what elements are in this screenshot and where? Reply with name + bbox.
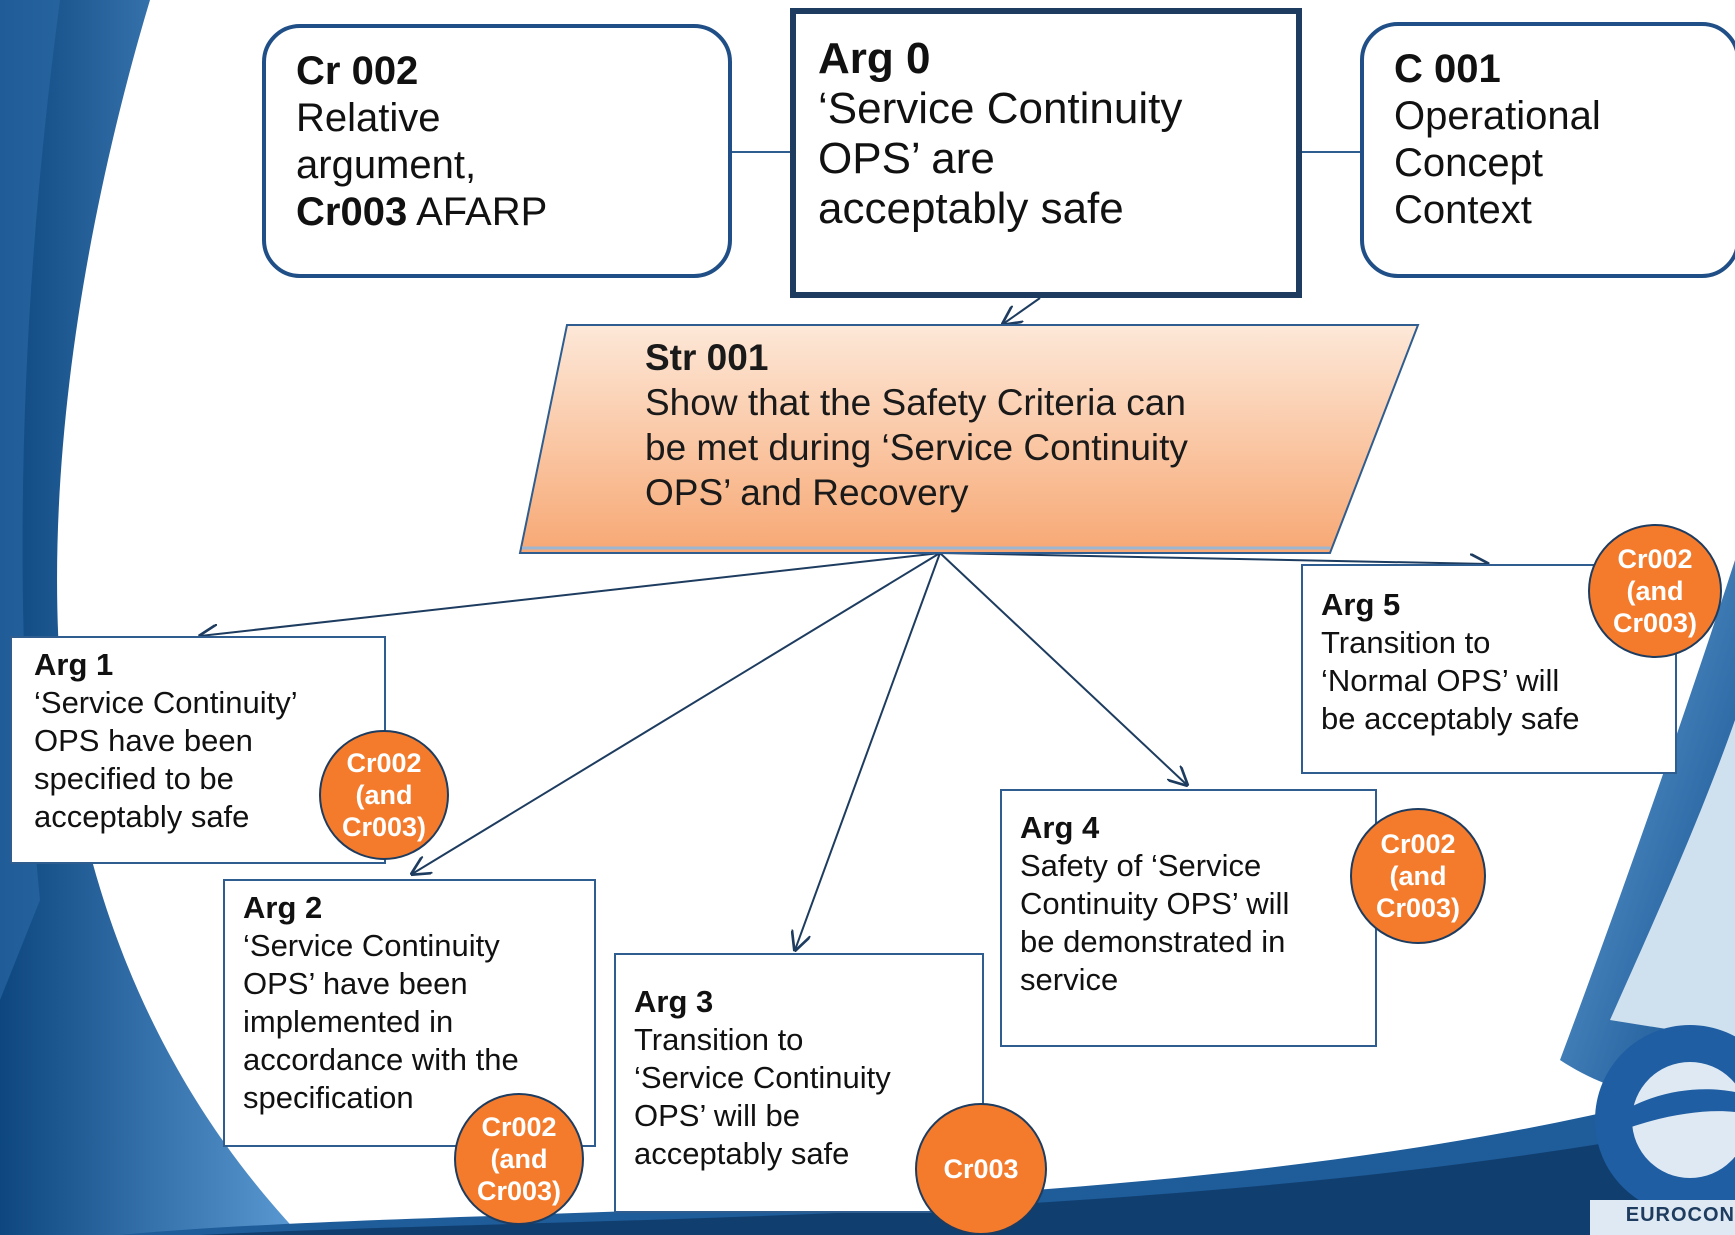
badge-arg4-line-3: Cr003): [1375, 893, 1461, 923]
arg2-line-5: specification: [243, 1080, 414, 1115]
argument-box-arg2: Arg 2 ‘Service Continuity OPS’ have been…: [223, 879, 596, 1147]
arg3-line-3: OPS’ will be: [634, 1098, 800, 1133]
badge-arg4-line-1: Cr002: [1380, 829, 1456, 859]
c001-line-1: Operational: [1394, 94, 1601, 138]
arg5-line-1: Transition to: [1321, 625, 1491, 660]
argument-box-arg4: Arg 4 Safety of ‘Service Continuity OPS’…: [1000, 789, 1377, 1047]
c001-line-3: Context: [1394, 188, 1532, 232]
argument-box-arg3: Arg 3 Transition to ‘Service Continuity …: [614, 953, 984, 1213]
criteria-box-cr002: Cr 002 Relative argument, Cr003 AFARP: [262, 24, 732, 278]
arg3-line-4: acceptably safe: [634, 1136, 850, 1171]
arg3-line-1: Transition to: [634, 1022, 804, 1057]
arrow-arg0-str001: [1003, 297, 1041, 324]
context-box-c001: C 001 Operational Concept Context: [1360, 22, 1735, 278]
arg3-line-2: ‘Service Continuity: [634, 1060, 891, 1095]
badge-arg1-line-1: Cr002: [346, 748, 422, 778]
str001-id: Str 001: [645, 337, 769, 378]
arg5-id: Arg 5: [1321, 587, 1401, 622]
arg4-line-2: Continuity OPS’ will: [1020, 886, 1290, 921]
badge-arg4: Cr002 (and Cr003): [1350, 808, 1486, 944]
badge-arg2: Cr002 (and Cr003): [454, 1093, 584, 1225]
badge-arg1-line-2: (and: [355, 780, 413, 810]
c001-id: C 001: [1394, 47, 1501, 91]
criteria-cr002-line-2: argument,: [296, 143, 477, 187]
arg0-id: Arg 0: [818, 34, 931, 83]
arg4-line-4: service: [1020, 962, 1119, 997]
criteria-cr002-line-1: Relative: [296, 96, 441, 140]
badge-arg1: Cr002 (and Cr003): [319, 730, 449, 860]
arg2-line-2: OPS’ have been: [243, 966, 468, 1001]
arg5-line-2: ‘Normal OPS’ will: [1321, 663, 1560, 698]
arrow-str001-arg1: [200, 552, 941, 636]
badge-arg1-line-3: Cr003): [341, 812, 427, 842]
criteria-cr003-id: Cr003: [296, 190, 408, 234]
arg5-line-3: be acceptably safe: [1321, 701, 1580, 736]
badge-arg2-line-3: Cr003): [476, 1176, 562, 1206]
badge-arg5-line-3: Cr003): [1612, 608, 1698, 638]
arg1-line-2: OPS have been: [34, 723, 253, 758]
str001-line-3: OPS’ and Recovery: [645, 472, 969, 513]
badge-arg2-line-2: (and: [490, 1144, 548, 1174]
badge-arg3: Cr003: [915, 1103, 1047, 1235]
arg1-line-3: specified to be: [34, 761, 234, 796]
goal-box-arg0: Arg 0 ‘Service Continuity OPS’ are accep…: [790, 8, 1302, 298]
badge-arg5-line-2: (and: [1626, 576, 1684, 606]
arrow-str001-arg2: [412, 552, 941, 874]
arg1-id: Arg 1: [34, 647, 114, 682]
arg0-line-1: ‘Service Continuity: [818, 84, 1183, 133]
badge-arg5: Cr002 (and Cr003): [1588, 524, 1722, 658]
arrow-str001-arg4: [939, 552, 1187, 785]
arg0-line-2: OPS’ are: [818, 134, 995, 183]
arg1-line-1: ‘Service Continuity’: [34, 685, 298, 720]
badge-arg2-line-1: Cr002: [481, 1112, 557, 1142]
arg2-line-4: accordance with the: [243, 1042, 519, 1077]
arg0-line-3: acceptably safe: [818, 184, 1124, 233]
arg1-line-4: acceptably safe: [34, 799, 250, 834]
arg3-id: Arg 3: [634, 984, 714, 1019]
arg4-id: Arg 4: [1020, 810, 1100, 845]
badge-arg3-label: Cr003: [943, 1154, 1019, 1184]
arg4-line-3: be demonstrated in: [1020, 924, 1286, 959]
arrow-str001-arg3: [795, 552, 941, 950]
c001-line-2: Concept: [1394, 141, 1543, 185]
badge-arg4-line-2: (and: [1389, 861, 1447, 891]
arg4-line-1: Safety of ‘Service: [1020, 848, 1262, 883]
arg2-line-1: ‘Service Continuity: [243, 928, 500, 963]
badge-arg5-line-1: Cr002: [1617, 544, 1693, 574]
argument-box-arg1: Arg 1 ‘Service Continuity’ OPS have been…: [10, 636, 386, 864]
str001-line-1: Show that the Safety Criteria can: [645, 382, 1186, 423]
eurocontrol-logo-text: EUROCON: [1625, 1204, 1735, 1226]
str001-line-2: be met during ‘Service Continuity: [645, 427, 1188, 468]
strategy-text-str001: Str 001 Show that the Safety Criteria ca…: [645, 335, 1265, 515]
arg2-id: Arg 2: [243, 890, 323, 925]
criteria-cr003-label: AFARP: [407, 190, 548, 234]
arg2-line-3: implemented in: [243, 1004, 454, 1039]
criteria-cr002-id: Cr 002: [296, 49, 419, 93]
arrow-str001-arg5: [939, 552, 1488, 564]
